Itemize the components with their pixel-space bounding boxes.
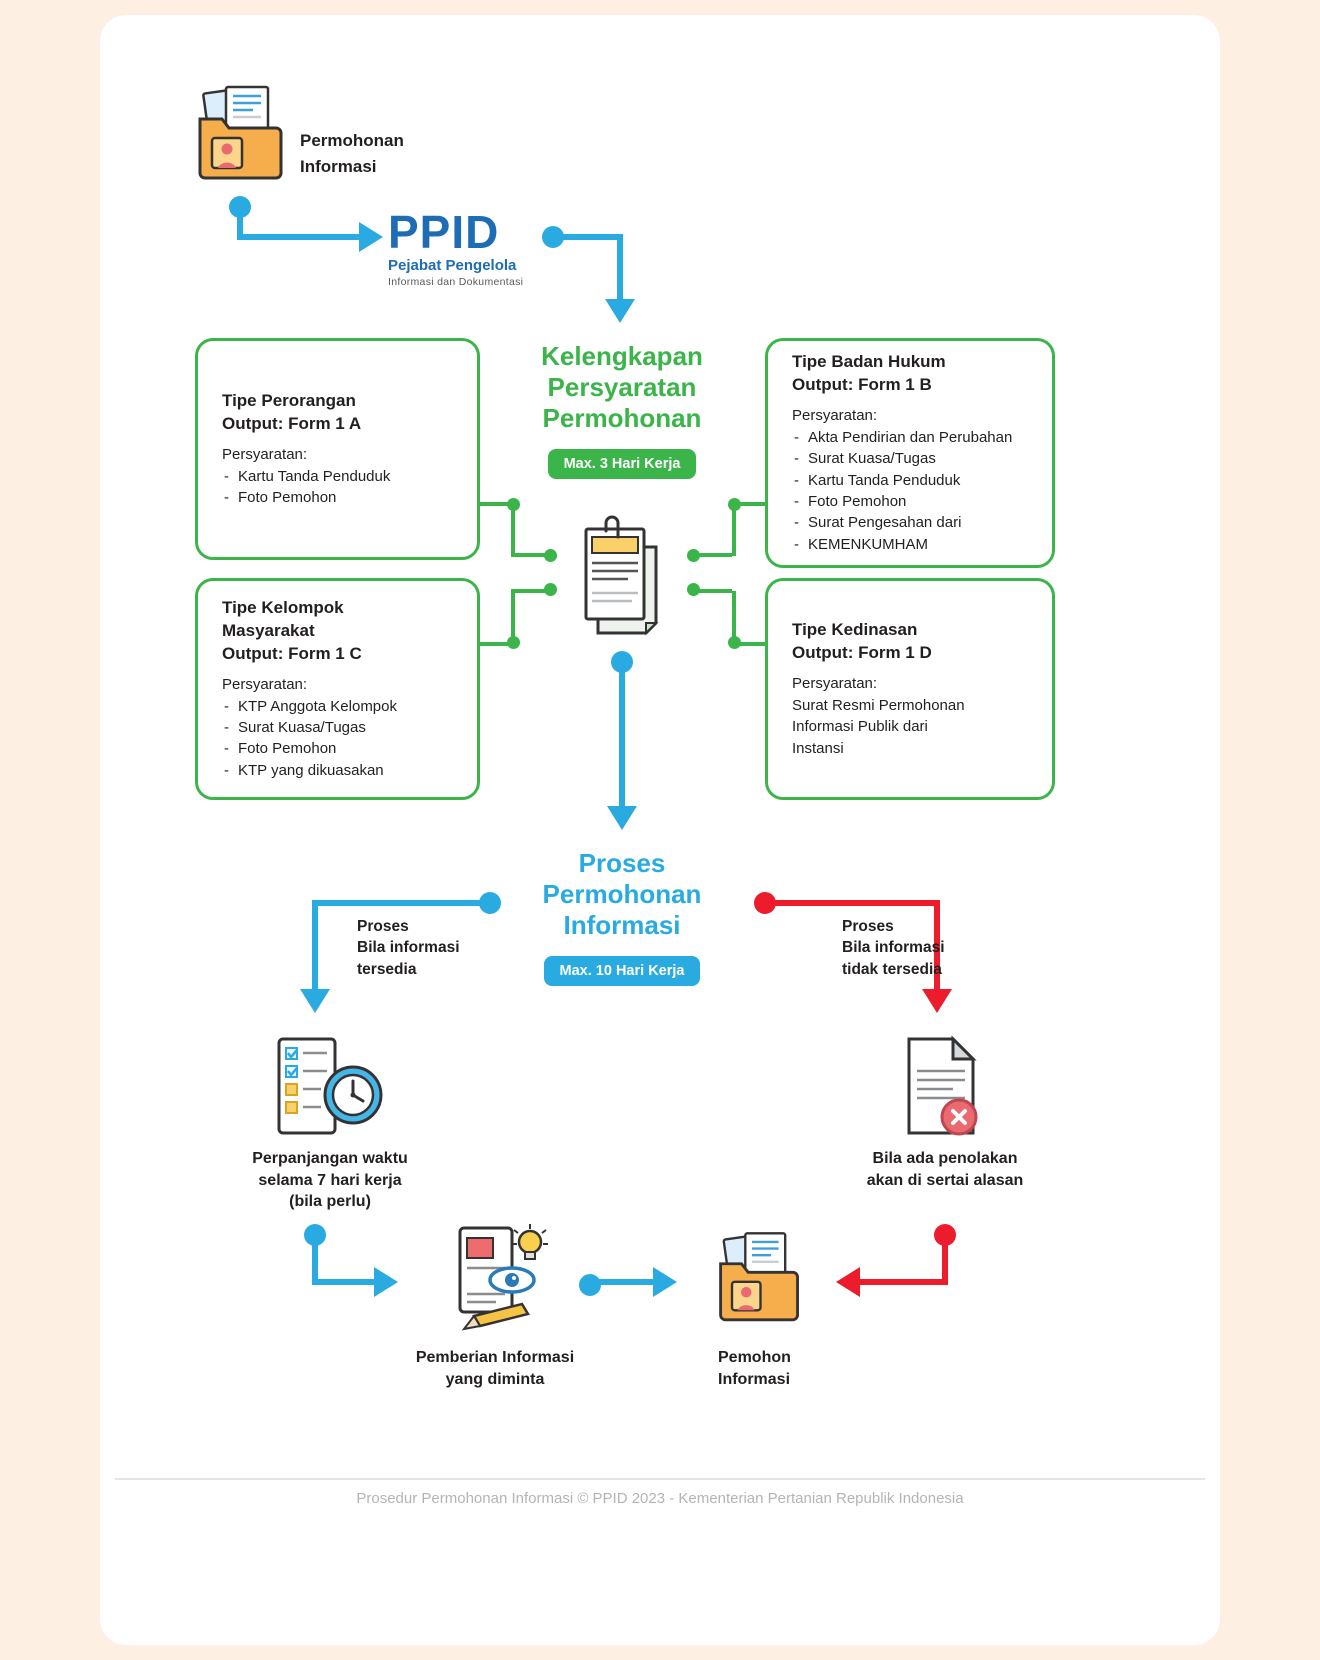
connector-line [312, 903, 318, 991]
requirements-list: Kartu Tanda PendudukFoto Pemohon [222, 466, 453, 509]
footer-text: Prosedur Permohonan Informasi © PPID 202… [356, 1490, 964, 1507]
stage-process-badge: Max. 10 Hari Kerja [543, 955, 701, 986]
requirements-label: Persyaratan: [792, 674, 878, 692]
information-delivery-icon [458, 1224, 548, 1331]
type-box-badan-hukum: Tipe Badan Hukum Output: Form 1 B Persya… [765, 338, 1055, 568]
branch-available-label: Proses Bila informasi tersedia [357, 918, 460, 978]
requirements-label: Persyaratan: [222, 675, 308, 693]
type-box-title: Tipe Perorangan Output: Form 1 A [222, 390, 362, 433]
infographic-card: Permohonan Informasi PPID Pejabat Pengel… [100, 15, 1220, 1645]
connector-line [312, 1235, 318, 1285]
requirement-item: Surat Kuasa/Tugas [792, 448, 1028, 470]
connector-line [511, 553, 547, 557]
connector-line [762, 900, 940, 906]
connector-line [511, 591, 515, 644]
arrowhead-down-icon [922, 989, 952, 1013]
connector-line [237, 207, 243, 240]
requirement-item: Kartu Tanda Penduduk [792, 470, 1028, 492]
connector-line [734, 642, 767, 646]
rejection-document-icon [907, 1035, 978, 1136]
connector-line [732, 504, 736, 556]
connector-line [696, 589, 732, 593]
footer-divider [115, 1478, 1205, 1480]
request-folder-icon [198, 85, 283, 180]
connector-dot [579, 1274, 601, 1296]
requirement-item: Foto Pemohon [792, 491, 1028, 513]
connector-line [732, 591, 736, 644]
stage-process: Proses Permohonan Informasi Max. 10 Hari… [470, 848, 774, 986]
requirement-item: Foto Pemohon [222, 738, 453, 760]
type-box-kedinasan: Tipe Kedinasan Output: Form 1 D Persyara… [765, 578, 1055, 800]
connector-line [696, 553, 732, 557]
branch-unavailable-label: Proses Bila informasi tidak tersedia [842, 918, 945, 978]
connector-line [237, 234, 359, 240]
arrowhead-left-icon [836, 1267, 860, 1297]
requirements-list: Akta Pendirian dan PerubahanSurat Kuasa/… [792, 427, 1028, 555]
requester-caption: Pemohon Informasi [718, 1349, 791, 1388]
connector-line [312, 900, 490, 906]
type-box-title: Tipe Kelompok Masyarakat Output: Form 1 … [222, 598, 362, 663]
requirement-item: Foto Pemohon [222, 487, 453, 509]
connector-line [934, 903, 940, 991]
connector-line [480, 642, 513, 646]
requirements-note: Surat Resmi Permohonan Informasi Publik … [792, 696, 965, 757]
requirement-item: Surat Kuasa/Tugas [222, 717, 453, 739]
requirement-item: KTP yang dikuasakan [222, 760, 453, 782]
requirements-document-icon [584, 515, 659, 636]
requirement-item: KEMENKUMHAM [792, 534, 1028, 556]
stage-requirements-title: Kelengkapan Persyaratan Permohonan [541, 341, 703, 434]
connector-dot [544, 583, 557, 596]
delivery-caption: Pemberian Informasi yang diminta [415, 1349, 575, 1388]
connector-line [942, 1235, 948, 1285]
stage-requirements: Kelengkapan Persyaratan Permohonan Max. … [470, 341, 774, 479]
requirements-label: Persyaratan: [222, 445, 308, 463]
ppid-logo: PPID Pejabat Pengelola Informasi dan Dok… [388, 209, 548, 288]
connector-line [553, 234, 623, 240]
arrowhead-right-icon [374, 1267, 398, 1297]
connector-line [860, 1279, 945, 1285]
type-box-perorangan: Tipe Perorangan Output: Form 1 A Persyar… [195, 338, 480, 560]
stage-requirements-badge: Max. 3 Hari Kerja [547, 448, 697, 479]
ppid-logo-subtitle: Pejabat Pengelola [388, 257, 517, 274]
requirement-item: Akta Pendirian dan Perubahan [792, 427, 1028, 449]
connector-dot [479, 892, 501, 914]
connector-line [734, 502, 767, 506]
connector-line [619, 662, 625, 808]
connector-line [511, 589, 547, 593]
requirements-label: Persyaratan: [792, 407, 878, 425]
ppid-logo-tagline: Informasi dan Dokumentasi [388, 276, 524, 288]
requester-folder-icon [719, 1232, 799, 1322]
requirement-item: KTP Anggota Kelompok [222, 696, 453, 718]
connector-line [511, 504, 515, 556]
start-label: Permohonan Informasi [300, 131, 404, 177]
connector-line [590, 1279, 653, 1285]
type-box-title: Tipe Badan Hukum Output: Form 1 B [792, 352, 946, 395]
extension-caption: Perpanjangan waktu selama 7 hari kerja (… [252, 1150, 408, 1211]
arrowhead-right-icon [359, 222, 383, 252]
connector-line [480, 502, 513, 506]
ppid-logo-acronym: PPID [388, 206, 500, 258]
requirement-item: Surat Pengesahan dari [792, 512, 1028, 534]
extension-checklist-clock-icon [277, 1037, 383, 1135]
stage-process-title: Proses Permohonan Informasi [542, 848, 702, 941]
arrowhead-right-icon [653, 1267, 677, 1297]
arrowhead-down-icon [605, 299, 635, 323]
requirement-item: Kartu Tanda Penduduk [222, 466, 453, 488]
arrowhead-down-icon [300, 989, 330, 1013]
connector-line [617, 237, 623, 301]
connector-line [312, 1279, 374, 1285]
type-box-kelompok-masyarakat: Tipe Kelompok Masyarakat Output: Form 1 … [195, 578, 480, 800]
connector-dot [687, 549, 700, 562]
type-box-title: Tipe Kedinasan Output: Form 1 D [792, 620, 932, 663]
arrowhead-down-icon [607, 806, 637, 830]
rejection-caption: Bila ada penolakan akan di sertai alasan [866, 1150, 1024, 1189]
connector-dot [687, 583, 700, 596]
connector-dot [544, 549, 557, 562]
requirements-list: KTP Anggota KelompokSurat Kuasa/TugasFot… [222, 696, 453, 781]
